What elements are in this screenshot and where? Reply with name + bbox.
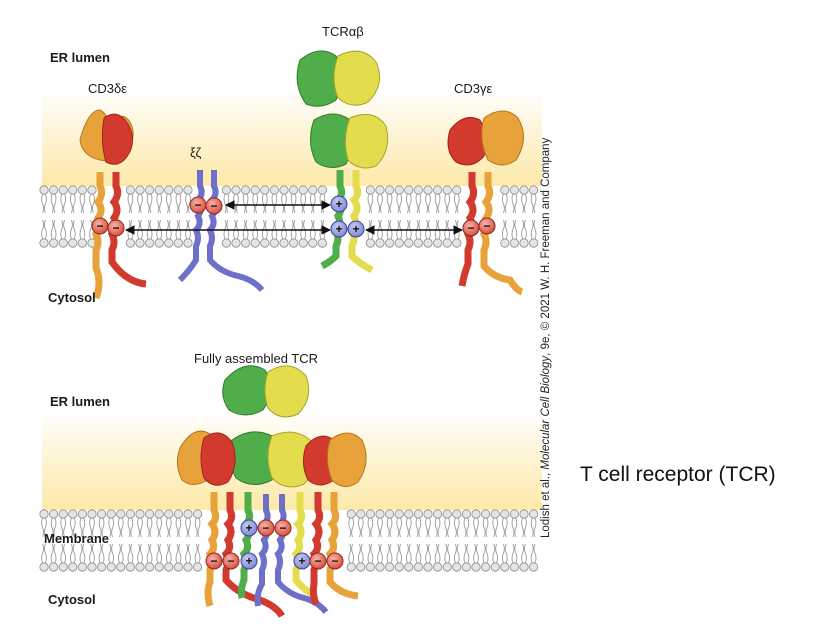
- cd3-gamma-epsilon-dimer: [447, 110, 524, 296]
- charge-plus: +: [240, 519, 258, 537]
- svg-text:−: −: [96, 219, 103, 233]
- svg-text:+: +: [245, 521, 252, 535]
- svg-text:+: +: [335, 222, 342, 236]
- svg-text:+: +: [335, 197, 342, 211]
- charge-minus: −: [326, 552, 344, 570]
- svg-text:+: +: [352, 222, 359, 236]
- charge-plus: +: [330, 195, 348, 213]
- tcr-alpha-beta-dimer: [296, 50, 389, 274]
- charge-minus: −: [257, 519, 275, 537]
- cytosol-label-top: Cytosol: [48, 290, 96, 305]
- cytosol-label-bottom: Cytosol: [48, 592, 96, 607]
- charge-plus: +: [293, 552, 311, 570]
- credit-publisher: , 9e, © 2021 W. H. Freeman and Company: [540, 137, 552, 356]
- svg-text:−: −: [262, 521, 269, 535]
- slide-caption: T cell receptor (TCR): [580, 463, 776, 486]
- svg-text:−: −: [483, 219, 490, 233]
- svg-text:−: −: [467, 221, 474, 235]
- zeta-zeta-label: ξζ: [190, 145, 202, 160]
- svg-text:−: −: [227, 554, 234, 568]
- er-lumen-label-bottom: ER lumen: [50, 394, 110, 409]
- charge-plus: +: [347, 220, 365, 238]
- charge-minus: −: [222, 552, 240, 570]
- fully-assembled-tcr-title: Fully assembled TCR: [194, 351, 319, 366]
- charge-minus: −: [478, 217, 496, 235]
- charge-minus: −: [462, 219, 480, 237]
- credit-authors: Lodish et al.,: [540, 469, 552, 538]
- svg-text:−: −: [331, 554, 338, 568]
- cd3-delta-epsilon-label: CD3δε: [88, 81, 128, 96]
- svg-text:−: −: [279, 521, 286, 535]
- charge-minus: −: [205, 197, 223, 215]
- lipid-bilayer-bottom: [39, 509, 539, 572]
- svg-text:−: −: [112, 221, 119, 235]
- er-lumen-label-top: ER lumen: [50, 50, 110, 65]
- svg-text:+: +: [298, 554, 305, 568]
- charge-minus: −: [309, 552, 327, 570]
- fully-assembled-tcr-complex: [176, 365, 367, 618]
- credit-book-title: Molecular Cell Biology: [540, 355, 552, 470]
- charge-plus: +: [240, 552, 258, 570]
- charge-minus: −: [107, 219, 125, 237]
- svg-text:−: −: [194, 198, 201, 212]
- svg-text:−: −: [314, 554, 321, 568]
- charge-plus: +: [330, 220, 348, 238]
- lipid-bilayer-top: [39, 185, 539, 248]
- svg-text:+: +: [245, 554, 252, 568]
- cd3-gamma-epsilon-label: CD3γε: [454, 81, 493, 96]
- charge-minus: −: [189, 196, 207, 214]
- figure-credit: Lodish et al., Molecular Cell Biology, 9…: [540, 18, 560, 538]
- tcr-alpha-beta-label: TCRαβ: [322, 24, 364, 39]
- svg-text:−: −: [210, 554, 217, 568]
- svg-text:−: −: [210, 199, 217, 213]
- membrane-label: Membrane: [44, 531, 110, 546]
- charge-minus: −: [205, 552, 223, 570]
- charge-minus: −: [274, 519, 292, 537]
- charge-minus: −: [91, 217, 109, 235]
